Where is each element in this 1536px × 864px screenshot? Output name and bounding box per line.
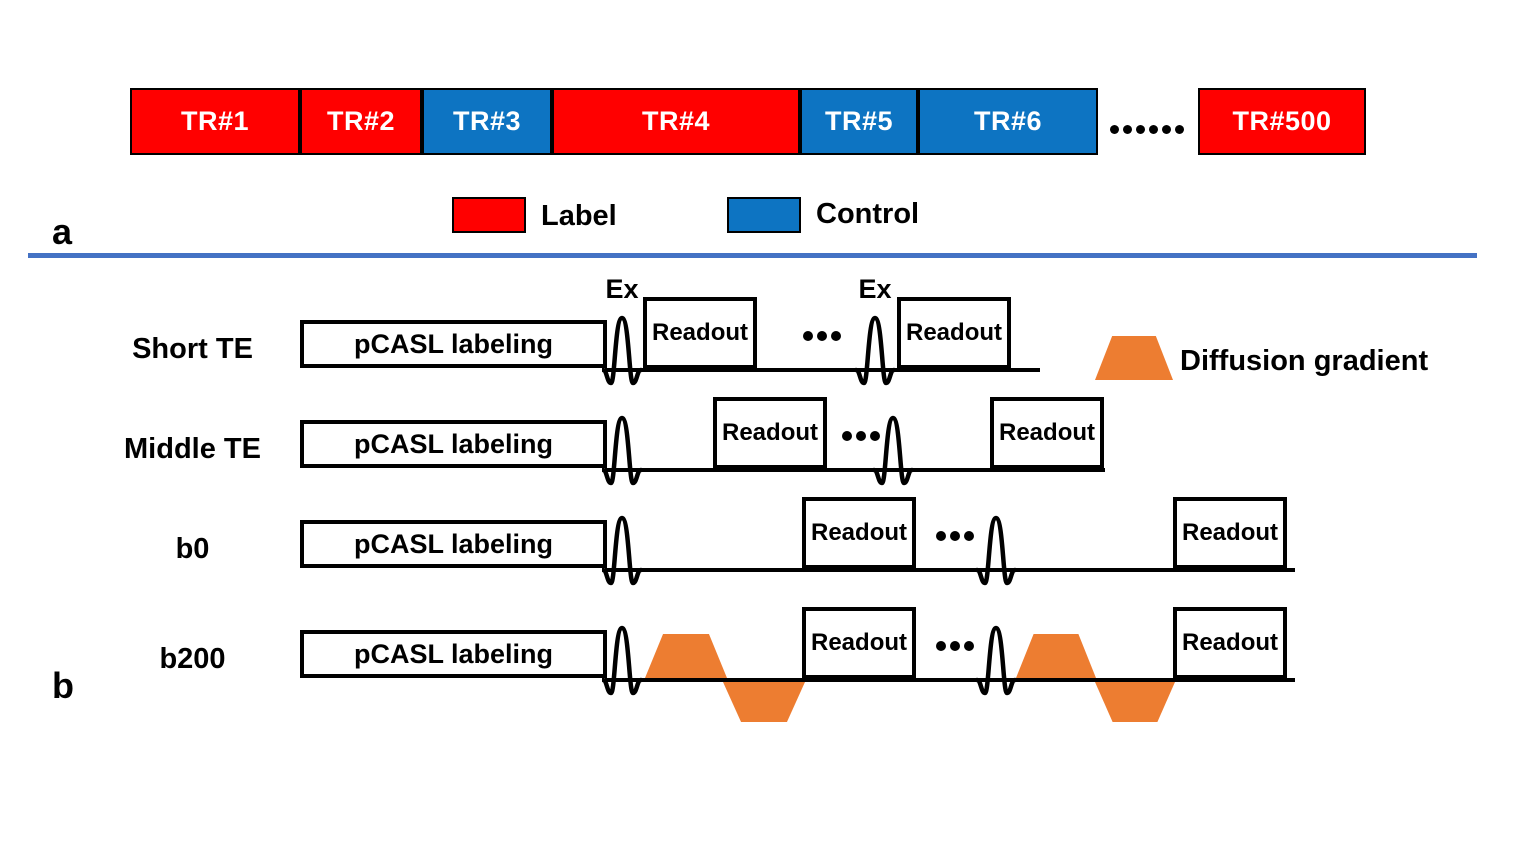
row-label-middle-te: Middle TE [124,433,261,465]
rf-pulse-icon [602,315,642,386]
readout-box: Readout [802,497,916,569]
pcasl-label: pCASL labeling [353,528,554,559]
section-b-label: b [52,665,74,706]
rf-pulse-icon [602,515,642,586]
ex-label-1: Ex [605,274,639,304]
pcasl-box-row3: pCASL labeling [300,520,607,568]
section-divider [28,253,1477,258]
readout-label: Readout [1182,629,1278,656]
diffusion-gradient-up-icon [645,634,727,678]
tr-block-label: TR#6 [973,106,1043,136]
row-label-b200: b200 [159,643,226,675]
control-legend-text: Control [816,198,920,230]
tr-block-label: TR#1 [180,106,250,136]
timeline-row4 [605,678,1295,682]
rf-pulse-icon [873,415,913,486]
diffusion-gradient-icon [1095,336,1173,380]
pcasl-box-row1: pCASL labeling [300,320,607,368]
row-label-short-te: Short TE [132,333,253,365]
diffusion-gradient-down-icon [1095,682,1175,722]
tr-block-3: TR#3 [422,88,552,155]
readout-label: Readout [811,519,907,546]
readout-label: Readout [722,419,818,446]
diffusion-gradient-down-icon [723,682,805,722]
diffusion-legend-text: Diffusion gradient [1180,345,1429,377]
readout-label: Readout [906,319,1002,346]
ellipsis-dots [936,641,974,651]
ellipsis-dots [1110,125,1184,134]
readout-label: Readout [999,419,1095,446]
tr-block-label: TR#5 [824,106,894,136]
tr-block-label: TR#500 [1232,106,1332,136]
tr-block-1: TR#1 [130,88,300,155]
rf-pulse-icon [602,415,642,486]
timeline-row1 [605,368,1040,372]
ex-label-2: Ex [858,274,892,304]
readout-box: Readout [713,397,827,469]
readout-box: Readout [1173,607,1287,679]
rf-pulse-icon [855,315,895,386]
ellipsis-dots [803,331,841,341]
timeline-row3 [605,568,1295,572]
section-a-label: a [52,211,73,252]
readout-label: Readout [811,629,907,656]
tr-block-label: TR#4 [641,106,711,136]
rf-pulse-icon [976,625,1016,696]
tr-block-2: TR#2 [300,88,422,155]
readout-box: Readout [990,397,1104,469]
readout-box: Readout [643,297,757,369]
tr-block-label: TR#3 [452,106,522,136]
readout-box: Readout [897,297,1011,369]
rf-pulse-icon [976,515,1016,586]
diffusion-gradient-up-icon [1016,634,1096,678]
control-legend-swatch [727,197,801,233]
tr-block-5: TR#5 [800,88,918,155]
readout-box: Readout [1173,497,1287,569]
ellipsis-dots [842,431,880,441]
tr-block-label: TR#2 [326,106,396,136]
tr-block-500: TR#500 [1198,88,1366,155]
readout-label: Readout [652,319,748,346]
rf-pulse-icon [602,625,642,696]
tr-block-6: TR#6 [918,88,1098,155]
pcasl-box-row4: pCASL labeling [300,630,607,678]
tr-block-4: TR#4 [552,88,800,155]
label-legend-swatch [452,197,526,233]
readout-label: Readout [1182,519,1278,546]
row-label-b0: b0 [175,533,210,565]
pcasl-box-row2: pCASL labeling [300,420,607,468]
label-legend-text: Label [541,200,617,232]
pcasl-label: pCASL labeling [353,428,554,459]
ellipsis-dots [936,531,974,541]
pcasl-label: pCASL labeling [353,328,554,359]
pcasl-label: pCASL labeling [353,638,554,669]
readout-box: Readout [802,607,916,679]
timeline-row2 [605,468,1105,472]
